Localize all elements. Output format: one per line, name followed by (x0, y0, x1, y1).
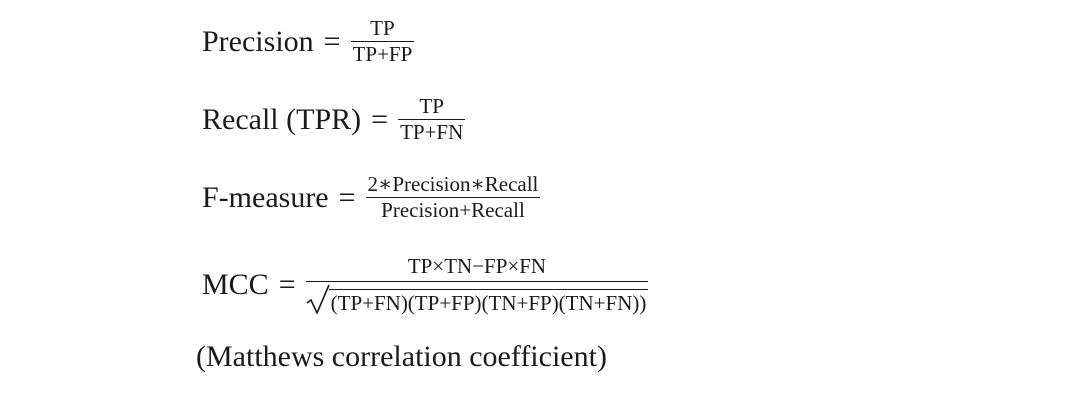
fraction-bar (350, 41, 415, 43)
precision-fraction: TP TP+FP (350, 16, 415, 67)
mcc-denominator-group: (TP+FN)(TP+FP)(TN+FP)(TN+FN)) (306, 282, 649, 316)
mcc-label: MCC (202, 268, 269, 302)
mcc-equation: MCC = TP×TN−FP×FN (TP+FN)(TP+FP)(TN+FP)(… (202, 254, 649, 316)
precision-denominator: TP+FP (352, 42, 413, 67)
fmeasure-denominator: Precision+Recall (381, 198, 525, 223)
precision-equation: Precision = TP TP+FP (202, 16, 415, 67)
recall-equation: Recall (TPR) = TP TP+FN (202, 94, 466, 145)
mcc-fraction: TP×TN−FP×FN (TP+FN)(TP+FP)(TN+FP)(TN+FN)… (305, 254, 649, 316)
fmeasure-fraction: 2∗Precision∗Recall Precision+Recall (365, 172, 541, 223)
recall-fraction: TP TP+FN (398, 94, 466, 145)
recall-numerator: TP (419, 94, 444, 118)
precision-numerator: TP (370, 16, 395, 40)
equals-sign: = (338, 180, 356, 214)
square-root-icon (306, 285, 330, 315)
mcc-numerator: TP×TN−FP×FN (407, 254, 547, 278)
precision-label: Precision (202, 24, 314, 58)
equals-sign: = (278, 268, 296, 302)
fmeasure-numerator: 2∗Precision∗Recall (367, 172, 539, 196)
caption-text: (Matthews correlation coefficient) (196, 340, 607, 373)
recall-denominator: TP+FN (400, 120, 464, 145)
fmeasure-equation: F-measure = 2∗Precision∗Recall Precision… (202, 172, 541, 223)
fraction-bar (365, 197, 541, 199)
equals-sign: = (323, 24, 341, 58)
equals-sign: = (371, 102, 389, 136)
fmeasure-label: F-measure (202, 180, 329, 214)
fraction-bar (305, 281, 649, 283)
fraction-bar (398, 119, 466, 121)
mcc-denominator: (TP+FN)(TP+FP)(TN+FP)(TN+FN)) (328, 289, 649, 316)
recall-label: Recall (TPR) (202, 102, 362, 136)
